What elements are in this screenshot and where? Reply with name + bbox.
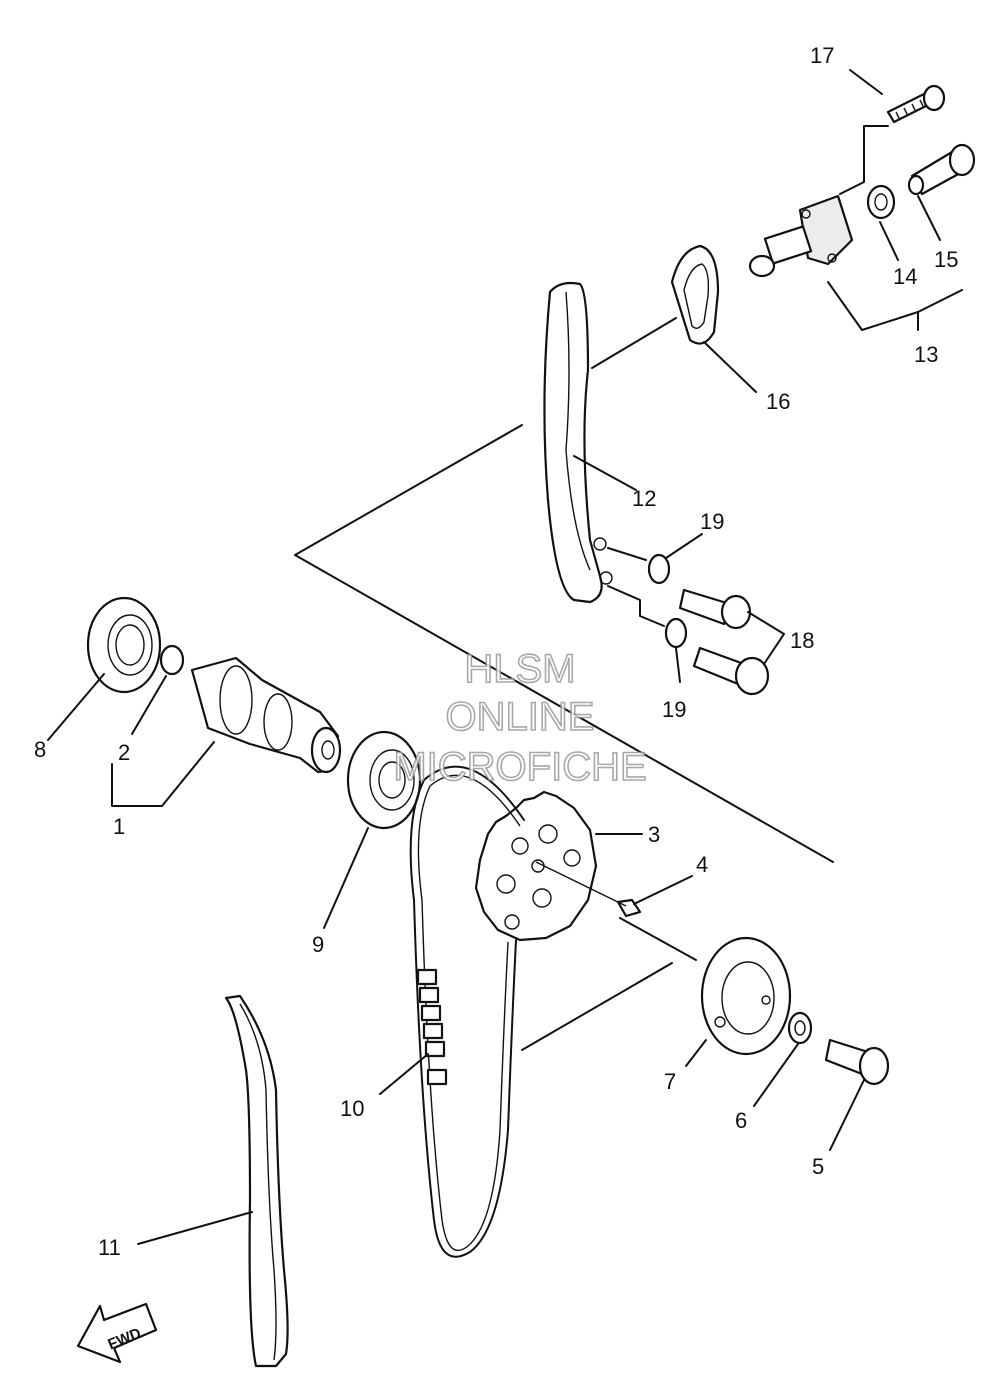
callout-4: 4 [696, 852, 708, 877]
part-15-bolt [907, 143, 976, 196]
callout-3: 3 [648, 822, 660, 847]
part-7-plate [700, 936, 792, 1056]
callout-19-upper: 19 [700, 509, 724, 534]
part-16-gasket [670, 244, 720, 345]
part-2-o-ring [159, 644, 185, 676]
part-5-bolt [824, 1038, 890, 1086]
callout-18: 18 [790, 628, 814, 653]
watermark-line-2: ONLINE [446, 695, 595, 739]
part-14-washer [866, 184, 896, 220]
part-8-bearing [86, 596, 162, 694]
fwd-arrow-icon: FWD [76, 1302, 158, 1364]
part-12-chain-guide [543, 281, 613, 604]
part-1-camshaft [190, 656, 342, 774]
part-13-tensioner [748, 194, 854, 278]
part-19-washer-lower [664, 617, 688, 649]
part-19-washer-upper [647, 553, 671, 585]
callout-11: 11 [98, 1235, 121, 1260]
part-3-sprocket [474, 790, 598, 942]
callout-16: 16 [766, 389, 790, 414]
callout-10: 10 [340, 1096, 364, 1121]
part-17-bolt [886, 84, 946, 124]
part-18-bolt-upper [678, 588, 752, 630]
callout-8: 8 [34, 737, 46, 762]
leader-lines [47, 69, 963, 1245]
callout-15: 15 [934, 247, 958, 272]
part-9-bearing [346, 730, 422, 830]
callout-17: 17 [810, 43, 834, 68]
frame-lines [294, 424, 834, 1051]
callout-13: 13 [914, 342, 938, 367]
callout-12: 12 [632, 486, 656, 511]
callout-1: 1 [113, 814, 125, 839]
callout-5: 5 [812, 1154, 824, 1179]
callout-2: 2 [118, 740, 130, 765]
part-18-bolt-lower [692, 646, 770, 696]
part-11-chain-guide [224, 994, 289, 1368]
callout-6: 6 [735, 1108, 747, 1133]
watermark: HLSM ONLINE MICROFICHE [393, 646, 648, 790]
callout-7: 7 [664, 1069, 676, 1094]
watermark-line-3: MICROFICHE [393, 745, 646, 789]
callout-numbers: 1 2 3 4 5 6 7 8 9 10 11 12 13 14 15 16 1… [34, 43, 958, 1260]
part-10-timing-chain [409, 765, 525, 1258]
part-6-washer [787, 1011, 813, 1045]
callout-14: 14 [893, 264, 917, 289]
watermark-line-1: HLSM [464, 647, 575, 691]
callout-9: 9 [312, 932, 324, 957]
callout-19-lower: 19 [662, 697, 686, 722]
